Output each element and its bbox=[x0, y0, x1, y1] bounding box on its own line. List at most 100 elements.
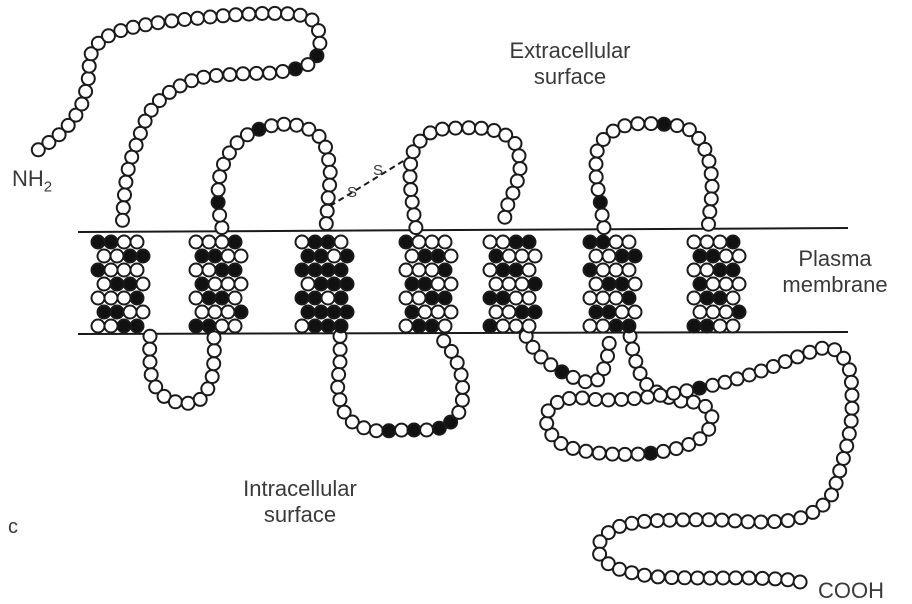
loop-7-residue bbox=[596, 209, 609, 222]
loop-1-residue bbox=[79, 85, 92, 98]
loop-2-residue bbox=[145, 368, 158, 381]
loop-7-residue bbox=[594, 196, 607, 209]
loop-8-residue bbox=[729, 514, 742, 527]
helix-1-residue bbox=[118, 264, 131, 277]
loop-6-residue bbox=[567, 371, 580, 384]
loop-8-residue bbox=[652, 570, 665, 583]
loop-8-residue bbox=[731, 372, 744, 385]
helix-1-residue bbox=[118, 292, 131, 305]
helix-5-residue bbox=[516, 278, 529, 291]
helix-7-residue bbox=[714, 236, 727, 249]
loop-8-residue bbox=[580, 445, 593, 458]
helix-7-residue bbox=[720, 306, 733, 319]
loop-8-residue bbox=[705, 410, 718, 423]
loop-8-residue bbox=[756, 572, 769, 585]
helix-5-residue bbox=[510, 320, 523, 333]
helix-4-residue bbox=[445, 306, 458, 319]
helix-3-residue bbox=[328, 278, 341, 291]
loop-7-residue bbox=[592, 183, 605, 196]
helix-7-residue bbox=[688, 292, 701, 305]
helix-7-residue bbox=[701, 236, 714, 249]
helix-3-residue bbox=[296, 236, 309, 249]
loop-5-residue bbox=[408, 208, 421, 221]
loop-8-residue bbox=[742, 572, 755, 585]
helix-1-residue bbox=[111, 278, 124, 291]
helix-4-residue bbox=[413, 320, 426, 333]
helix-1-residue bbox=[105, 320, 118, 333]
helix-1-residue bbox=[92, 264, 105, 277]
loop-3-residue bbox=[213, 170, 226, 183]
loop-2-residue bbox=[182, 397, 195, 410]
loop-3-residue bbox=[265, 119, 278, 132]
helix-4-residue bbox=[419, 306, 432, 319]
loop-1-residue bbox=[276, 65, 289, 78]
loop-8-residue bbox=[654, 389, 667, 402]
loop-8-residue bbox=[665, 571, 678, 584]
loop-7-residue bbox=[597, 221, 610, 234]
loop-1-residue bbox=[312, 24, 325, 37]
loop-1-residue bbox=[217, 9, 230, 22]
helix-6-residue bbox=[590, 250, 603, 263]
loop-3-residue bbox=[212, 183, 225, 196]
loop-1-residue bbox=[204, 11, 217, 24]
helix-6-residue bbox=[616, 250, 629, 263]
loop-4-residue bbox=[333, 393, 346, 406]
helix-6-residue bbox=[603, 250, 616, 263]
helix-3-residue bbox=[335, 320, 348, 333]
loop-7-residue bbox=[590, 170, 603, 183]
loop-7-residue bbox=[703, 205, 716, 218]
helix-1-residue bbox=[118, 236, 131, 249]
helix-3-residue bbox=[302, 250, 315, 263]
loop-7-residue bbox=[706, 180, 719, 193]
helix-4-residue bbox=[406, 306, 419, 319]
loop-4-residue bbox=[395, 424, 408, 437]
loop-5-residue bbox=[436, 123, 449, 136]
loop-3-residue bbox=[253, 123, 266, 136]
loop-5-residue bbox=[513, 149, 526, 162]
loop-8-residue bbox=[755, 516, 768, 529]
helix-3-residue bbox=[309, 320, 322, 333]
helix-3-residue bbox=[302, 278, 315, 291]
helix-6-residue bbox=[623, 236, 636, 249]
loop-1-residue bbox=[191, 12, 204, 25]
helix-2-residue bbox=[190, 264, 203, 277]
loop-8-residue bbox=[803, 346, 816, 359]
helix-4-residue bbox=[406, 250, 419, 263]
helix-7-residue bbox=[720, 250, 733, 263]
helix-4-residue bbox=[413, 264, 426, 277]
helix-7-residue bbox=[701, 292, 714, 305]
helix-3-residue bbox=[315, 250, 328, 263]
loop-3-residue bbox=[212, 196, 225, 209]
helix-2-residue bbox=[209, 278, 222, 291]
loop-5-residue bbox=[404, 183, 417, 196]
extracellular-label-line1: Extracellular bbox=[470, 38, 670, 64]
loop-5-residue bbox=[409, 221, 422, 234]
helix-3-residue bbox=[328, 306, 341, 319]
helix-6-residue bbox=[597, 320, 610, 333]
loop-8-residue bbox=[704, 572, 717, 585]
helix-2-residue bbox=[196, 250, 209, 263]
helix-6-residue bbox=[623, 292, 636, 305]
helix-5-residue bbox=[523, 236, 536, 249]
loop-2-residue bbox=[143, 343, 156, 356]
helix-4-residue bbox=[432, 306, 445, 319]
membrane-top-line bbox=[78, 228, 848, 232]
helix-5-residue bbox=[484, 320, 497, 333]
helix-2-residue bbox=[190, 292, 203, 305]
loop-8-residue bbox=[742, 515, 755, 528]
loop-8-residue bbox=[651, 514, 664, 527]
loop-8-residue bbox=[717, 572, 730, 585]
loop-4-residue bbox=[456, 394, 469, 407]
helix-2-residue bbox=[222, 278, 235, 291]
loop-5-residue bbox=[475, 122, 488, 135]
loop-1-residue bbox=[116, 214, 129, 227]
loop-8-residue bbox=[729, 571, 742, 584]
helix-7-residue bbox=[714, 320, 727, 333]
helix-6-residue bbox=[603, 306, 616, 319]
helix-7-residue bbox=[714, 264, 727, 277]
helix-1-residue bbox=[105, 264, 118, 277]
helix-1-residue bbox=[124, 306, 137, 319]
helix-2-residue bbox=[203, 236, 216, 249]
helix-5-residue bbox=[503, 306, 516, 319]
loop-8-residue bbox=[843, 363, 856, 376]
